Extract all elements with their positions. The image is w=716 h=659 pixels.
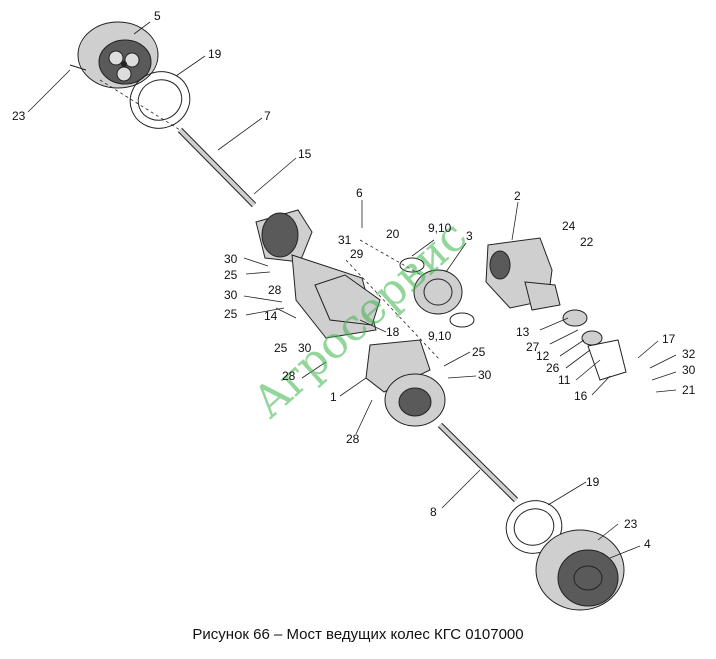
- callout-29: 29: [350, 247, 364, 261]
- lower-axle-shaft: [437, 422, 519, 503]
- callout-28-a: 28: [268, 283, 282, 297]
- callout-17: 17: [662, 332, 676, 346]
- differential: [399, 257, 475, 328]
- callout-12: 12: [536, 349, 550, 363]
- callout-25-d: 25: [472, 345, 486, 359]
- callout-30-c: 30: [298, 341, 312, 355]
- callout-22: 22: [580, 235, 594, 249]
- callout-28-c: 28: [346, 432, 360, 446]
- callout-32: 32: [682, 347, 696, 361]
- callout-1: 1: [330, 390, 337, 404]
- callout-30-a: 30: [224, 252, 238, 266]
- callout-26: 26: [546, 361, 560, 375]
- callout-30-d: 30: [682, 363, 696, 377]
- callout-18: 18: [386, 325, 400, 339]
- callout-8: 8: [430, 505, 437, 519]
- callout-11: 11: [558, 373, 571, 387]
- lower-wheel-hub: [535, 529, 625, 611]
- figure-caption: Рисунок 66 – Мост ведущих колес КГС 0107…: [192, 626, 524, 643]
- callout-27: 27: [526, 340, 540, 354]
- callout-30-b: 30: [224, 288, 238, 302]
- callout-23-bottom: 23: [624, 517, 638, 531]
- callout-24: 24: [562, 219, 576, 233]
- callout-30-e: 30: [478, 368, 492, 382]
- callout-13: 13: [516, 325, 530, 339]
- leader-lines: [27, 21, 677, 559]
- callout-6: 6: [356, 186, 363, 200]
- callout-9-10-top: 9,10: [428, 221, 452, 235]
- callout-28-b: 28: [282, 369, 296, 383]
- callout-19-bottom: 19: [586, 475, 600, 489]
- callout-7: 7: [264, 109, 271, 123]
- callout-4: 4: [644, 537, 651, 551]
- callout-20: 20: [386, 227, 400, 241]
- callout-25-b: 25: [224, 307, 238, 321]
- callout-16: 16: [574, 389, 588, 403]
- upper-gasket: [129, 71, 191, 129]
- callout-23-top: 23: [12, 109, 26, 123]
- callout-21: 21: [682, 383, 696, 397]
- callout-labels: 5 19 23 7 15 6 2 9,10 3 20 31 29 24 22 3…: [12, 9, 696, 551]
- callout-19-top: 19: [208, 47, 222, 61]
- callout-25-c: 25: [274, 341, 288, 355]
- gearbox: [485, 237, 627, 381]
- axle-housing: [255, 209, 446, 427]
- callout-14: 14: [264, 309, 278, 323]
- callout-3: 3: [466, 229, 473, 243]
- callout-31: 31: [338, 233, 352, 247]
- callout-5: 5: [154, 9, 161, 23]
- upper-axle-shaft: [99, 79, 257, 208]
- upper-wheel-hub: [69, 21, 159, 89]
- callout-25-a: 25: [224, 268, 238, 282]
- callout-15: 15: [298, 147, 312, 161]
- callout-2: 2: [514, 189, 521, 203]
- callout-9-10-bottom: 9,10: [428, 329, 452, 343]
